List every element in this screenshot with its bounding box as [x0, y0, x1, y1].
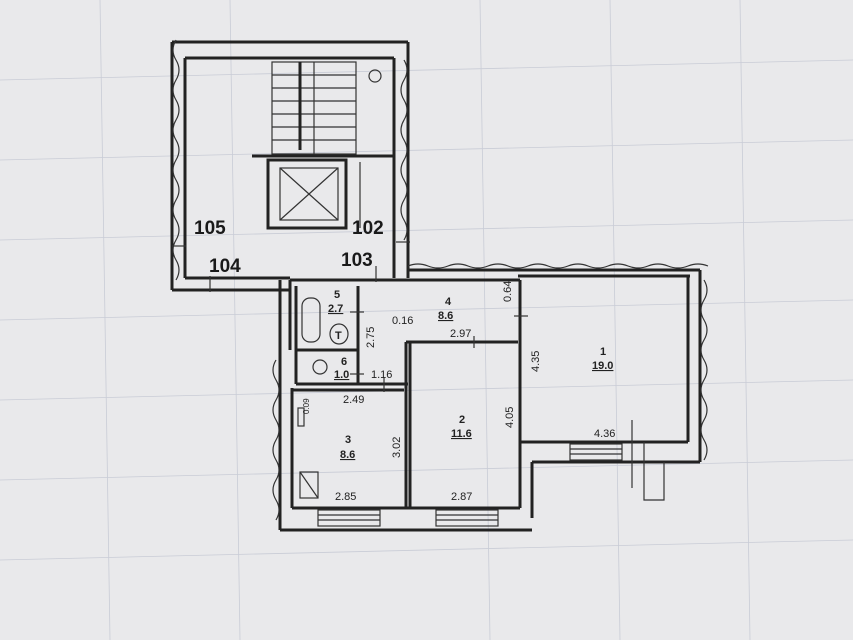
room-1-area: 19.0 — [592, 360, 613, 372]
dimension-3-02: 3.02 — [391, 437, 403, 458]
room-2-area: 11.6 — [451, 428, 472, 440]
dimension-4-35: 4.35 — [530, 351, 542, 372]
apartment-walls — [272, 263, 709, 532]
room-3-number: 3 — [345, 434, 351, 446]
dimension-0-16: 0.16 — [392, 315, 413, 327]
dimension-4-36: 4.36 — [594, 428, 615, 440]
interior-partitions — [292, 286, 518, 508]
stairwell-block — [170, 39, 410, 292]
room-1-number: 1 — [600, 346, 606, 358]
apartment-102-label: 102 — [352, 218, 384, 239]
apartment-103-label: 103 — [341, 250, 373, 271]
dimension-2-75: 2.75 — [365, 327, 377, 348]
elevator-shaft — [266, 158, 361, 230]
room-5-area: 2.7 — [328, 303, 343, 315]
room-3-area: 8.6 — [340, 449, 355, 461]
bathroom-fixtures: T — [297, 297, 349, 499]
svg-text:T: T — [335, 330, 342, 342]
room-2-number: 2 — [459, 414, 465, 426]
apartment-105-label: 105 — [194, 218, 226, 239]
windows — [317, 443, 623, 527]
dimension-2-87: 2.87 — [451, 491, 472, 503]
dimension-2-49: 2.49 — [343, 394, 364, 406]
room-6-number: 6 — [341, 356, 347, 368]
room-5-number: 5 — [334, 289, 340, 301]
dimension-1-16: 1.16 — [371, 369, 392, 381]
apartment-104-label: 104 — [209, 256, 241, 277]
room-4-area: 8.6 — [438, 310, 453, 322]
balcony — [631, 420, 665, 501]
stair-flight — [252, 61, 394, 158]
dimension-0-64: 0.64 — [502, 281, 514, 302]
dimension-0-09: 0.09 — [302, 398, 311, 414]
room-6-area: 1.0 — [334, 369, 349, 381]
dimension-2-85: 2.85 — [335, 491, 356, 503]
dimension-4-05: 4.05 — [504, 407, 516, 428]
dimension-2-97: 2.97 — [450, 328, 471, 340]
room-4-number: 4 — [445, 296, 452, 308]
dimension-ticks — [172, 241, 528, 392]
